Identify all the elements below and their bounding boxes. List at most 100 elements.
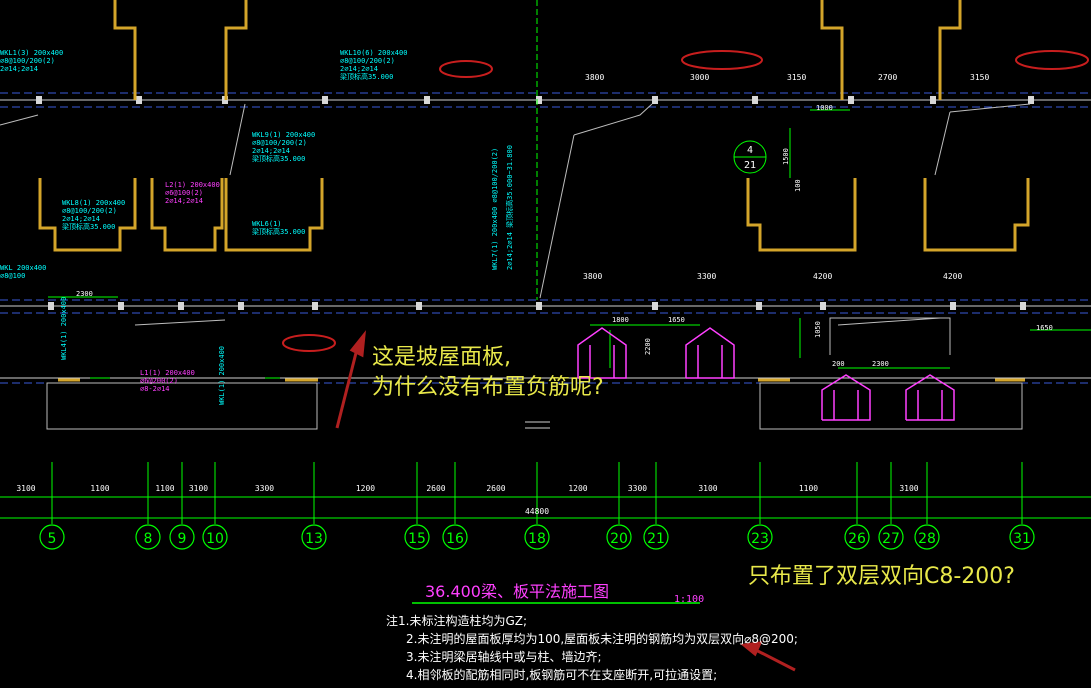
svg-text:2⌀14;2⌀14: 2⌀14;2⌀14 xyxy=(0,65,38,73)
column-markers xyxy=(36,96,1034,310)
axis-bubble xyxy=(606,524,632,550)
axis-label: 5 xyxy=(48,531,57,547)
bottom-dim-label: 1200 xyxy=(568,484,587,493)
svg-text:WKL9(1) 200x400: WKL9(1) 200x400 xyxy=(252,131,315,139)
svg-text:⌀8@100: ⌀8@100 xyxy=(0,272,25,280)
svg-text:2⌀14;2⌀14 梁顶标高35.000~31.800: 2⌀14;2⌀14 梁顶标高35.000~31.800 xyxy=(505,145,514,270)
svg-text:L1(1) 200x400: L1(1) 200x400 xyxy=(140,369,195,377)
axis-bubble xyxy=(524,524,550,550)
axis-label: 21 xyxy=(647,531,665,547)
detail-dim-label: 200 xyxy=(832,360,845,368)
top-dim-label: 3800 xyxy=(585,73,604,82)
axis-label: 31 xyxy=(1013,531,1031,547)
detail-dim-label: 1500 xyxy=(782,148,790,165)
axis-label: 23 xyxy=(751,531,769,547)
axis-label: 16 xyxy=(446,531,464,547)
axis-label: 28 xyxy=(918,531,936,547)
axis-label: 18 xyxy=(528,531,546,547)
section-mark-sheet: 21 xyxy=(744,160,756,171)
svg-text:WKL10(6) 200x400: WKL10(6) 200x400 xyxy=(340,49,407,57)
detail-dim-label: 1800 xyxy=(612,316,629,324)
rebar-question-annotation: 只布置了双层双向C8-200? xyxy=(748,564,1015,589)
top-dim-label: 3150 xyxy=(970,73,989,82)
axis-bubble xyxy=(878,524,904,550)
axis-label: 20 xyxy=(610,531,628,547)
general-notes: 注1.未标注构造柱均为GZ; 2.未注明的屋面板厚均为100,屋面板未注明的钢筋… xyxy=(386,612,798,684)
svg-text:WKL6(1): WKL6(1) xyxy=(252,220,282,228)
top-dim-label: 3000 xyxy=(690,73,709,82)
svg-text:⌀6@200(2): ⌀6@200(2) xyxy=(140,377,178,385)
section-mark: 4 21 xyxy=(744,145,756,171)
axis-bubble xyxy=(202,524,228,550)
axis-label: 8 xyxy=(144,531,153,547)
svg-text:WKL4(1) 200x400: WKL4(1) 200x400 xyxy=(60,297,68,360)
slope-question-line1: 这是坡屋面板, xyxy=(372,345,511,370)
axis-label: 26 xyxy=(848,531,866,547)
axis-bubble xyxy=(643,524,669,550)
axis-bubble xyxy=(844,524,870,550)
axis-bubble xyxy=(169,524,195,550)
svg-text:2⌀14;2⌀14: 2⌀14;2⌀14 xyxy=(62,215,100,223)
mid-dim-label: 4200 xyxy=(813,272,832,281)
axis-bubble xyxy=(39,524,65,550)
axis-bubble xyxy=(442,524,468,550)
magenta-annotations: L2(1) 200x400⌀6@100(2)2⌀14;2⌀14 L1(1) 20… xyxy=(140,181,220,393)
bottom-dim-label: 1100 xyxy=(155,484,174,493)
detail-dim-label: 1650 xyxy=(1036,324,1053,332)
svg-text:⌀8@100/200(2): ⌀8@100/200(2) xyxy=(252,139,307,147)
detail-dim-label: 2300 xyxy=(76,290,93,298)
note-line-2: 2.未注明的屋面板厚均为100,屋面板未注明的钢筋均为双层双向⌀8@200; xyxy=(406,632,798,646)
drawing-scale: 1:100 xyxy=(674,594,705,605)
axis-bubble xyxy=(1009,524,1035,550)
axis-ticks xyxy=(51,462,1023,524)
svg-text:⌀8-2⌀14: ⌀8-2⌀14 xyxy=(140,385,170,393)
drawing-title: 36.400梁、板平法施工图 xyxy=(425,582,609,601)
axis-label: 9 xyxy=(178,531,187,547)
bottom-dim-label: 3300 xyxy=(628,484,647,493)
axis-label: 27 xyxy=(882,531,900,547)
mid-dim-label: 3300 xyxy=(697,272,716,281)
walls xyxy=(38,0,1030,382)
svg-text:梁顶标高35.000: 梁顶标高35.000 xyxy=(252,154,305,163)
bottom-dim-label: 3100 xyxy=(899,484,918,493)
svg-text:WKL7(1) 200x400 ⌀8@100/200(2): WKL7(1) 200x400 ⌀8@100/200(2) xyxy=(491,148,499,270)
axis-bubble xyxy=(404,524,430,550)
detail-dim-label: 2200 xyxy=(644,338,652,355)
mid-dimension-labels: 3800 3300 4200 4200 xyxy=(583,272,962,281)
slope-question-annotation: 这是坡屋面板, 为什么没有布置负筋呢? xyxy=(372,343,604,403)
bottom-dim-label: 3100 xyxy=(16,484,35,493)
top-dim-label: 2700 xyxy=(878,73,897,82)
svg-text:L2(1) 200x400: L2(1) 200x400 xyxy=(165,181,220,189)
note-line-1: 注1.未标注构造柱均为GZ; xyxy=(386,614,528,628)
svg-text:WKL(1) 200x400: WKL(1) 200x400 xyxy=(218,346,226,405)
bottom-dim-label: 2600 xyxy=(426,484,445,493)
bottom-dim-label: 1100 xyxy=(799,484,818,493)
mid-dim-label: 4200 xyxy=(943,272,962,281)
axis-label: 15 xyxy=(408,531,426,547)
svg-text:WKL1(3) 200x400: WKL1(3) 200x400 xyxy=(0,49,63,57)
room-outlines xyxy=(0,103,1031,430)
note-line-3: 3.未注明梁居轴线中或与柱、墙边齐; xyxy=(406,650,602,664)
svg-text:WKL 200x400: WKL 200x400 xyxy=(0,264,46,272)
svg-text:2⌀14;2⌀14: 2⌀14;2⌀14 xyxy=(252,147,290,155)
detail-dim-label: 2300 xyxy=(872,360,889,368)
bottom-dim-label: 1100 xyxy=(90,484,109,493)
mid-dim-label: 3800 xyxy=(583,272,602,281)
pointer-arrows xyxy=(335,330,796,672)
svg-text:WKL8(1) 200x400: WKL8(1) 200x400 xyxy=(62,199,125,207)
svg-text:2⌀14;2⌀14: 2⌀14;2⌀14 xyxy=(340,65,378,73)
axis-bubble xyxy=(301,524,327,550)
svg-text:梁顶标高35.000: 梁顶标高35.000 xyxy=(340,72,393,81)
bottom-dim-label: 3100 xyxy=(189,484,208,493)
green-details xyxy=(48,0,1091,379)
note-line-4: 4.相邻板的配筋相同时,板钢筋可不在支座断开,可拉通设置; xyxy=(406,668,718,682)
bottom-dim-label: 3100 xyxy=(698,484,717,493)
top-dimension-labels: 3800 3000 3150 2700 3150 xyxy=(585,73,989,82)
grid-lines xyxy=(0,92,1091,384)
svg-text:⌀8@100/200(2): ⌀8@100/200(2) xyxy=(62,207,117,215)
svg-text:2⌀14;2⌀14: 2⌀14;2⌀14 xyxy=(165,197,203,205)
svg-text:梁顶标高35.000: 梁顶标高35.000 xyxy=(62,222,115,231)
